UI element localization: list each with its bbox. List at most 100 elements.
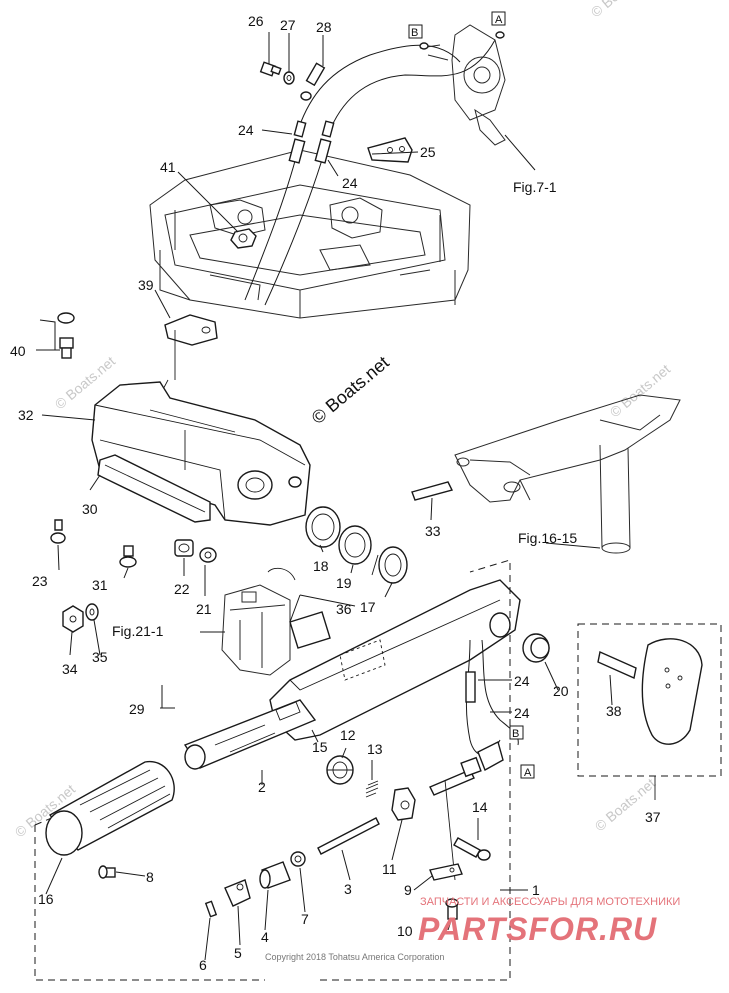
part-25-bracket [367,137,413,163]
connector-b-lower: B [509,725,524,740]
partsfor-logo: PARTSFOR.RU [418,911,657,947]
part-18-washer [305,506,341,548]
partsfor-tagline: ЗАПЧАСТИ И АКСЕССУАРЫ ДЛЯ МОТОТЕХНИКИ [420,896,680,908]
part-35-washer [85,603,99,621]
callout-20: 20 [553,683,569,699]
fig-7-1-assembly [419,24,536,171]
part-32-steering-bracket [91,381,311,526]
svg-text:A: A [495,14,503,26]
callout-labels: 26 27 28 24 25 24 41 39 40 32 30 23 31 2… [10,13,661,973]
watermark-main: © Boats.net [308,352,393,428]
fig-ref-7-1: Fig.7-1 [513,179,557,195]
fig-16-15-bracket [454,394,681,554]
callout-12: 12 [340,727,356,743]
part-19-bushing [338,525,372,565]
svg-text:B: B [512,728,519,740]
svg-text:A: A [524,767,532,779]
callout-28: 28 [316,19,332,35]
callout-21: 21 [196,601,212,617]
callout-37: 37 [645,809,661,825]
callout-13: 13 [367,741,383,757]
fig-ref-21-1: Fig.21-1 [112,623,164,639]
fig-ref-16-15: Fig.16-15 [518,530,577,546]
callout-41: 41 [160,159,176,175]
part-21-washer [199,547,217,563]
callout-5: 5 [234,945,242,961]
throttle-cables [244,39,496,306]
callout-18: 18 [313,558,329,574]
part-12-drum [326,755,354,785]
callout-32: 32 [18,407,34,423]
callout-15: 15 [312,739,328,755]
part-23-screw [50,519,66,544]
svg-text:B: B [411,27,418,39]
callout-7: 7 [301,911,309,927]
part-13-spring [365,780,379,798]
callout-10: 10 [397,923,413,939]
watermark-bottom-right: © Boats.net [592,775,659,834]
watermark-mid-right: © Boats.net [607,361,674,420]
callout-29: 29 [129,701,145,717]
callout-39: 39 [138,277,154,293]
callout-8: 8 [146,869,154,885]
callout-24c: 24 [514,673,530,689]
callout-9: 9 [404,882,412,898]
part-39-clamp [159,314,218,396]
callout-19: 19 [336,575,352,591]
part-37-group-box [577,623,722,800]
callout-30: 30 [82,501,98,517]
part-38-grip-end [597,638,703,745]
connector-b-top: B [408,24,423,39]
connector-a-top: A [491,11,506,26]
callout-26: 26 [248,13,264,29]
callout-35: 35 [92,649,108,665]
part-2-shaft [183,699,317,770]
callout-6: 6 [199,957,207,973]
leader-lines [36,32,613,961]
part-4-bushing [259,861,291,889]
part-26-bolt [259,61,282,77]
callout-24d: 24 [514,705,530,721]
part-7-collar [290,851,306,867]
callout-1: 1 [532,882,540,898]
part-31-bolt [119,545,137,568]
callout-2: 2 [258,779,266,795]
callout-34: 34 [62,661,78,677]
part-3-rod [317,817,380,855]
part-16-grip [45,760,175,856]
callout-33: 33 [425,523,441,539]
part-33-stud [411,481,454,501]
part-16-grip-box [34,559,511,981]
part-10-screw [445,898,459,920]
callout-4: 4 [261,929,269,945]
part-9-plate [429,863,463,881]
callout-17: 17 [360,599,376,615]
callout-36: 36 [336,601,352,617]
part-30-plate [97,454,211,523]
figure-references: Fig.7-1 Fig.16-15 Fig.21-1 [112,179,577,639]
part-41-nut [230,228,257,249]
partsfor-branding: ЗАПЧАСТИ И АКСЕССУАРЫ ДЛЯ МОТОТЕХНИКИ PA… [418,896,680,947]
part-11-block [391,787,416,821]
callout-38: 38 [606,703,622,719]
fig-21-1-assembly [221,567,296,676]
callout-23: 23 [32,573,48,589]
callout-22: 22 [174,581,190,597]
part-28-pin [300,62,326,101]
part-20-cap [522,633,550,663]
part-27-washer [283,71,295,85]
callout-16: 16 [38,891,54,907]
watermark-top-right: © Boats.net [588,0,655,20]
callout-40: 40 [10,343,26,359]
part-17-bushing [371,546,408,584]
engine-frame-drawing [149,149,471,319]
copyright-text: Copyright 2018 Tohatsu America Corporati… [265,952,444,962]
part-36-label [289,611,331,649]
callout-25: 25 [420,144,436,160]
callout-31: 31 [92,577,108,593]
part-6-pin [204,900,218,918]
callout-14: 14 [472,799,488,815]
callout-11: 11 [382,861,397,877]
